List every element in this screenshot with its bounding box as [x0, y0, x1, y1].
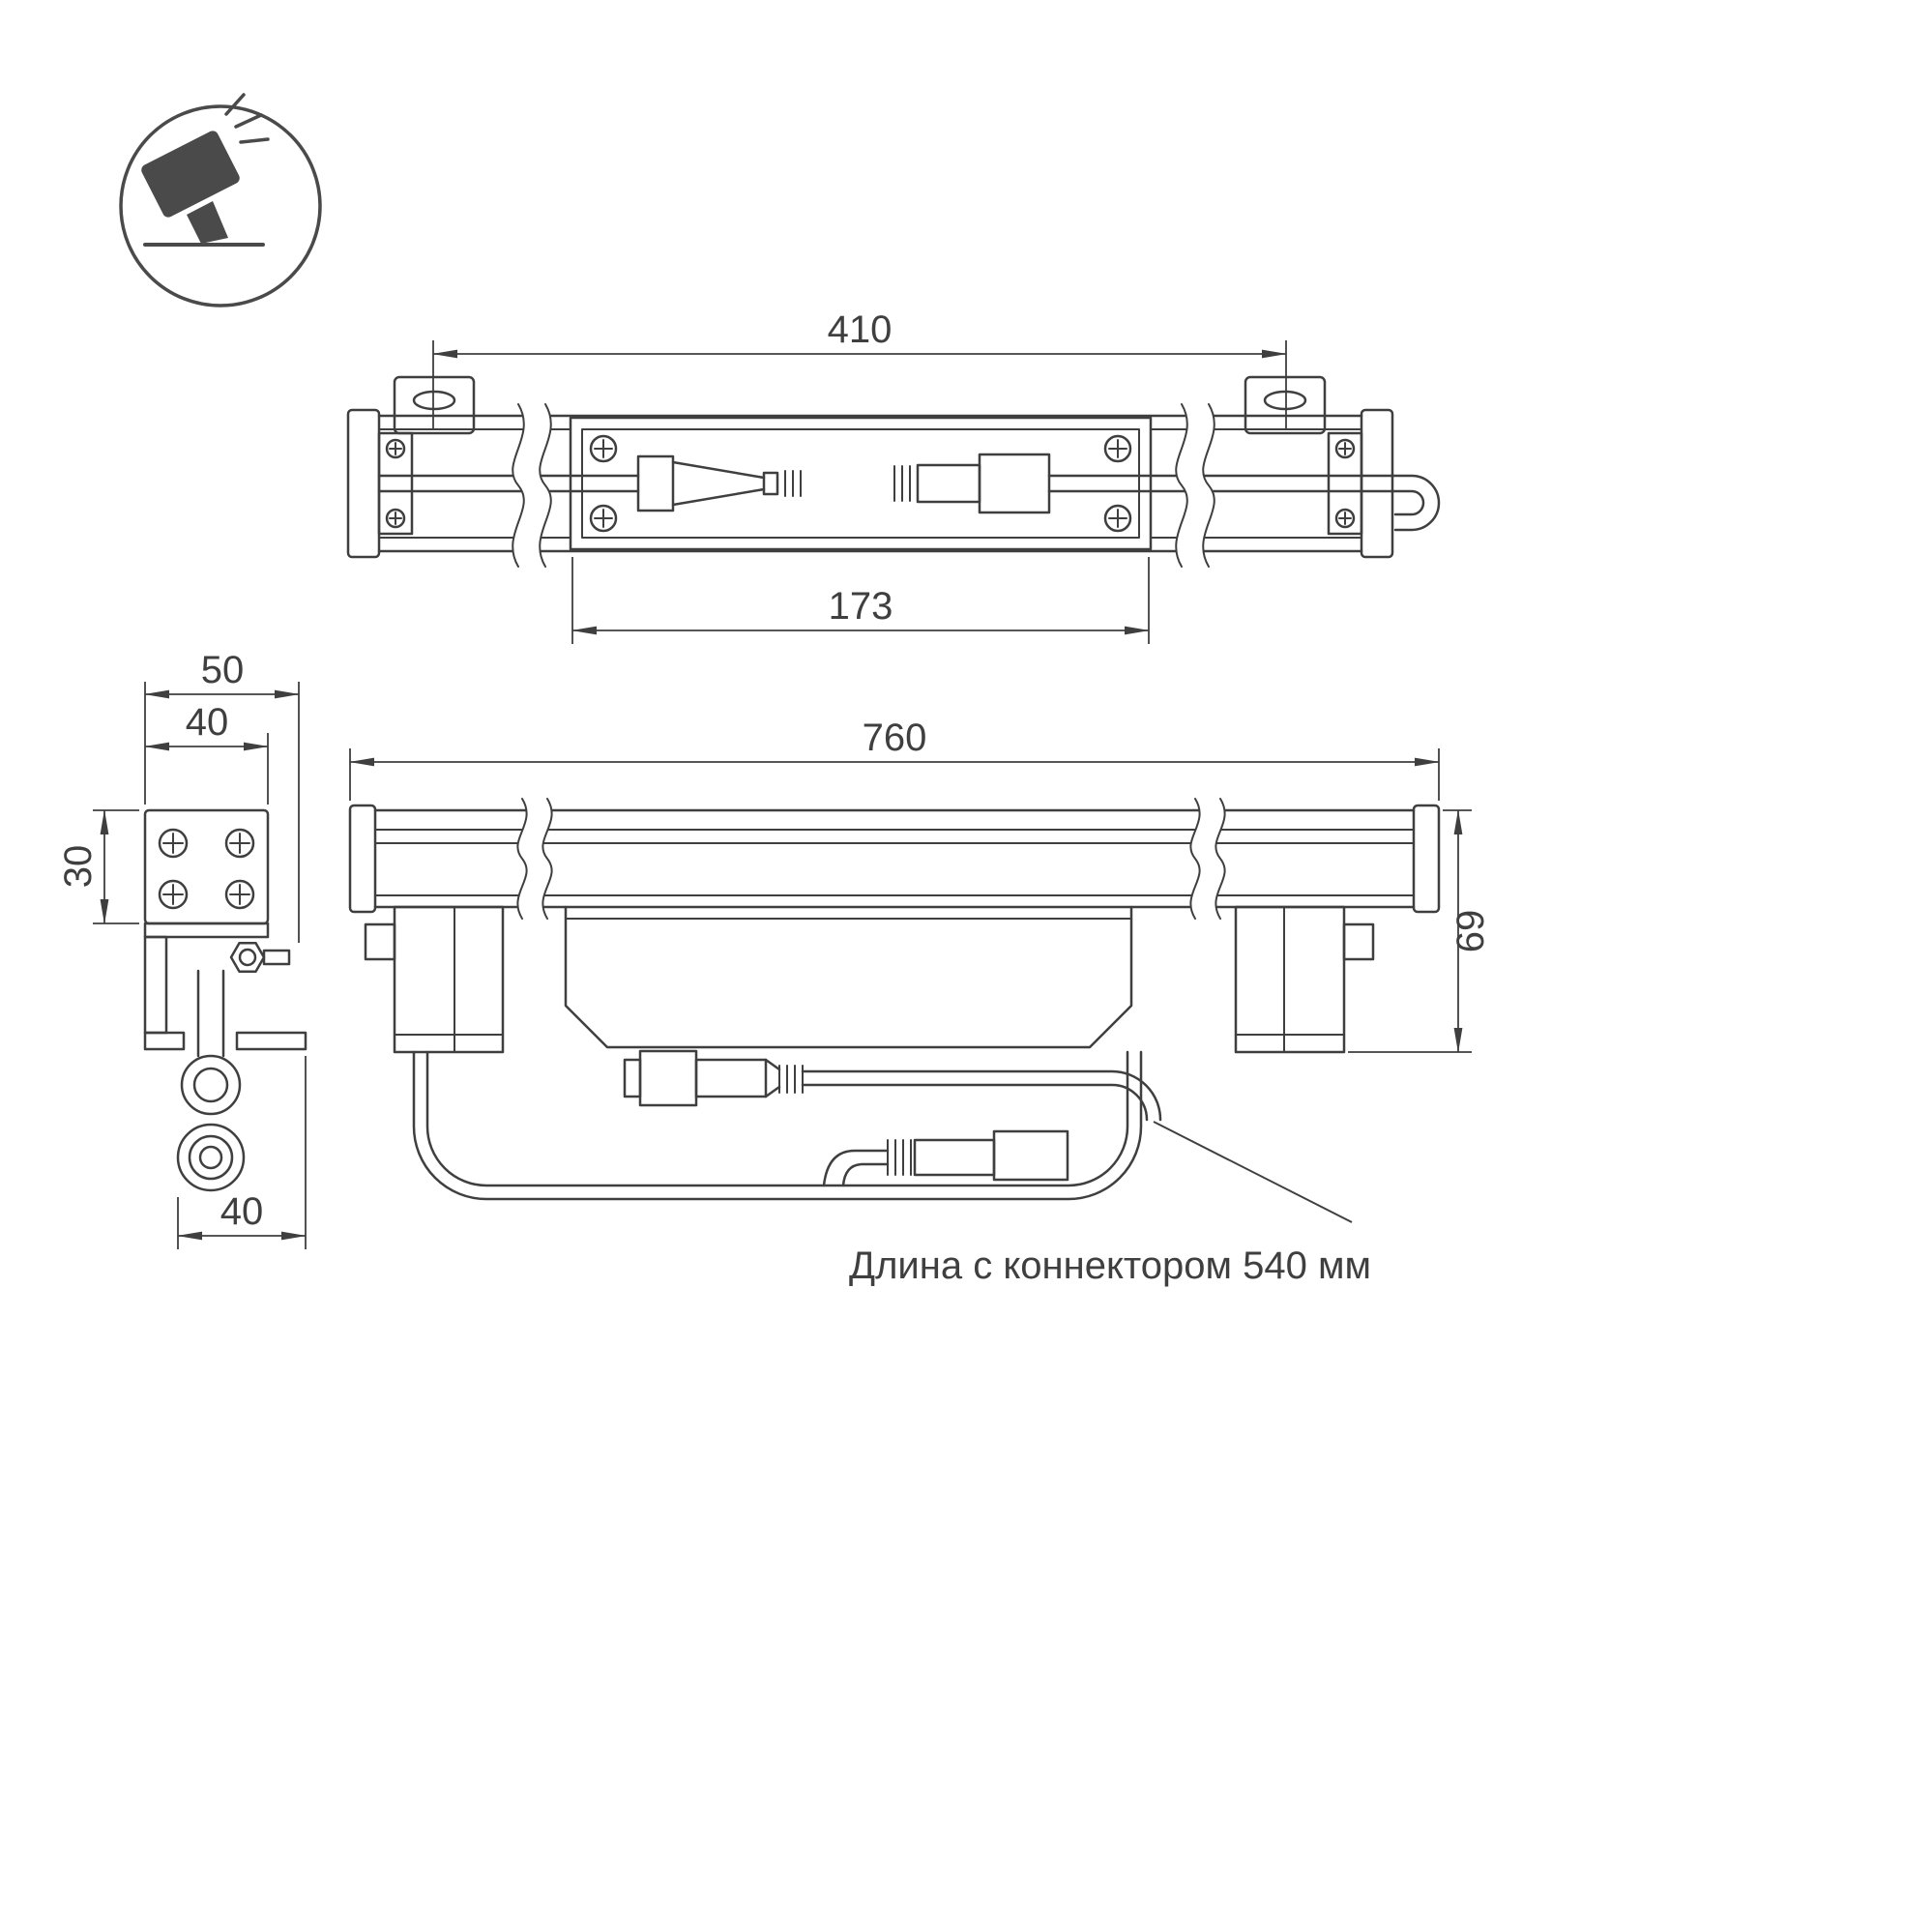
front-break-left [516, 798, 553, 920]
cable-loop [412, 1050, 1143, 1201]
clamp-left [377, 431, 414, 536]
slot-hole [412, 390, 456, 411]
front-bracket-right [1234, 905, 1375, 1054]
side-profile-base [143, 922, 270, 939]
dim-410-label: 410 [828, 308, 893, 351]
mounting-bracket-left [393, 375, 476, 435]
side-plate [143, 808, 270, 925]
break-line-right [1175, 403, 1215, 568]
leader-line [1153, 1121, 1353, 1223]
front-cap-right [1412, 804, 1441, 914]
lamp-housing [564, 905, 1133, 1049]
connector-length-annotation: Длина с коннектором 540 мм [849, 1121, 1371, 1287]
clamp-nut [229, 942, 291, 973]
front-bracket-left [364, 905, 505, 1054]
cable-top-view [377, 453, 1441, 532]
dim-173: 173 [571, 557, 1150, 644]
light-rays [224, 93, 270, 144]
front-view [348, 798, 1441, 1201]
channel-screws [589, 434, 1132, 533]
break-line-left [512, 403, 552, 568]
dim-50: 50 [144, 649, 300, 943]
connector-end-view [176, 1123, 246, 1192]
dim-760-label: 760 [863, 717, 927, 759]
tilted-floodlight-icon [119, 93, 322, 307]
side-cable [176, 969, 246, 1192]
floodlight-stand [187, 201, 228, 244]
clamp-bolt-right [1342, 922, 1375, 961]
side-screws [158, 828, 255, 910]
connector-female [893, 453, 1051, 514]
end-cap-left [346, 408, 381, 559]
dim-40-top-label: 40 [186, 701, 229, 744]
end-cap-right [1360, 408, 1394, 559]
dim-40-bottom-label: 40 [220, 1190, 264, 1233]
connector-note-text: Длина с коннектором 540 мм [849, 1244, 1371, 1287]
floodlight-body [141, 131, 240, 218]
dim-30: 30 [57, 809, 139, 924]
mounting-bracket-right [1244, 375, 1327, 435]
end-connector [822, 1129, 1069, 1187]
slot-hole [1263, 390, 1307, 411]
inline-connector [623, 1049, 1162, 1122]
clamp-bolt-left [364, 922, 396, 961]
top-view [346, 375, 1441, 568]
dim-50-label: 50 [201, 649, 245, 691]
dim-40-bottom: 40 [177, 1056, 307, 1249]
side-bracket [143, 935, 307, 1051]
icon-circle [119, 104, 322, 307]
dim-40-top: 40 [144, 701, 269, 805]
dim-30-label: 30 [57, 845, 100, 889]
cable-end-bend [1390, 474, 1441, 532]
front-break-right [1189, 798, 1226, 920]
dim-69: 69 [1348, 809, 1492, 1053]
dim-410: 410 [432, 308, 1287, 429]
front-cap-left [348, 804, 377, 914]
connector-male [636, 454, 802, 512]
side-view [143, 808, 307, 1192]
dim-760: 760 [349, 717, 1440, 801]
dim-173-label: 173 [829, 585, 893, 628]
clamp-right [1327, 431, 1363, 536]
wiring-channel [569, 416, 1153, 551]
dim-69-label: 69 [1449, 910, 1492, 953]
